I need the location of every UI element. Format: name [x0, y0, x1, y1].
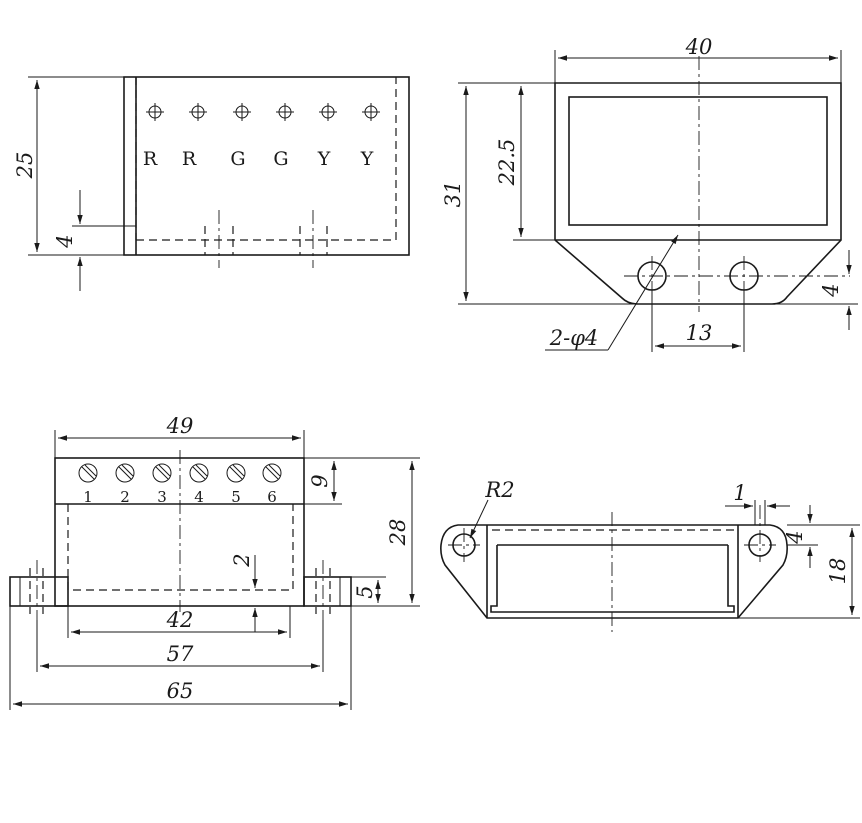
dim-width-49: 49: [54, 414, 305, 458]
screw-icons: [78, 463, 282, 483]
dim-height-28: 28: [304, 457, 420, 607]
view-top-right: 40 22.5 31 4 13: [441, 35, 858, 352]
dim-lip-4: 4: [53, 190, 136, 291]
screw-icon: [262, 463, 282, 483]
dim-holes-57: 57: [36, 620, 324, 672]
terminal-hole-icon: [146, 103, 164, 121]
face-outline: [554, 82, 842, 305]
inner-channel: [490, 545, 735, 613]
dim-label: 1: [733, 481, 746, 505]
terminal-hole-icon: [362, 103, 380, 121]
dim-label: 2-φ4: [549, 326, 599, 350]
dim-label: 57: [167, 642, 194, 666]
dim-label: 28: [386, 519, 410, 547]
terminal-holes: [146, 103, 380, 121]
terminal-hole-icon: [189, 103, 207, 121]
terminal-hole-icon: [276, 103, 294, 121]
dim-window-22-5: 22.5: [495, 82, 555, 241]
hidden-inner: [67, 504, 294, 591]
dim-label: 40: [685, 35, 713, 59]
dim-lip-4: 4: [783, 505, 818, 568]
hidden-hole-left: [29, 560, 44, 620]
terminal-number: 4: [194, 488, 204, 506]
dim-radius-leader: R2: [469, 478, 515, 539]
terminal-label: G: [273, 148, 288, 170]
terminal-number: 3: [157, 488, 167, 506]
screw-icon: [78, 463, 98, 483]
dim-hole-offset-4: 4: [775, 250, 858, 330]
flange-right: [303, 576, 352, 607]
screw-icon: [115, 463, 135, 483]
dim-inset-2: 2: [230, 553, 258, 632]
terminal-hole-icon: [319, 103, 337, 121]
flange-left: [9, 576, 69, 607]
terminal-label: Y: [360, 148, 374, 170]
view-bottom-left: 1 2 3 4 5 6 49 9 28 5: [9, 414, 420, 710]
dim-label: 5: [353, 585, 377, 598]
profile-outline: [440, 524, 788, 619]
hidden-hole-right: [315, 560, 331, 620]
dim-holes-leader: 2-φ4: [545, 234, 679, 351]
dim-label: 13: [686, 321, 713, 345]
terminal-number: 6: [267, 488, 277, 506]
hidden-hole-left: [204, 210, 234, 268]
dim-overall-65: 65: [9, 606, 352, 710]
dim-label: 31: [441, 181, 465, 208]
dim-width-40: 40: [554, 35, 842, 83]
terminal-number: 2: [120, 488, 130, 506]
dim-label: 42: [166, 608, 194, 632]
dim-hole-spacing-13: 13: [651, 290, 745, 352]
dim-label: 4: [783, 530, 807, 544]
terminal-label: R: [143, 148, 158, 170]
terminal-number: 5: [231, 488, 241, 506]
terminal-number: 1: [83, 488, 93, 506]
screw-icon: [189, 463, 209, 483]
dim-label: 22.5: [495, 139, 519, 187]
hidden-inner: [136, 77, 397, 241]
dim-height-25: 25: [13, 76, 124, 256]
screw-icon: [152, 463, 172, 483]
terminal-label: Y: [317, 148, 331, 170]
dim-label: 49: [166, 414, 194, 438]
dim-total-31: 31: [441, 82, 638, 305]
terminal-hole-icon: [233, 103, 251, 121]
terminal-label: R: [182, 148, 197, 170]
dim-label: 4: [819, 283, 843, 297]
dim-wall-1: 1: [725, 481, 790, 525]
dim-height-18: 18: [738, 524, 860, 619]
dim-label: 9: [308, 474, 332, 487]
hidden-hole-right: [299, 210, 328, 268]
terminal-label: G: [230, 148, 245, 170]
dim-label: 25: [13, 152, 37, 180]
view-top-left: R R G G Y Y 25 4: [13, 76, 410, 291]
dim-label: 4: [53, 234, 77, 248]
dim-label: R2: [484, 478, 514, 502]
dim-inner-42: 42: [67, 590, 291, 638]
body-outline: [123, 76, 410, 256]
dim-flange-5: 5: [351, 576, 386, 603]
dim-screw-row-9: 9: [304, 457, 342, 505]
screw-icon: [226, 463, 246, 483]
view-bottom-right: R2 1 4 18: [440, 478, 860, 632]
display-window: [568, 96, 828, 226]
dim-label: 18: [826, 558, 850, 585]
dim-label: 2: [230, 553, 254, 567]
dim-label: 65: [167, 679, 194, 703]
body-outline: [54, 457, 305, 607]
